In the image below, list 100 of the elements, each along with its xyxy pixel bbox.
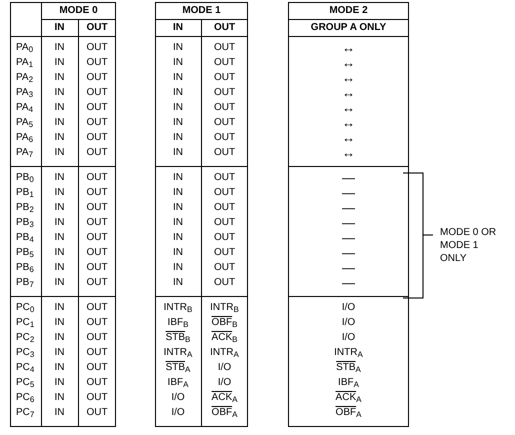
signal-name: OUT [214,187,236,198]
direction-value: IN [54,102,64,113]
direction-value: OUT [86,392,108,403]
direction-value: OUT [86,132,108,143]
signal-name: IBF$_{A}$ [338,377,359,388]
port-name: PB$_{4}$ [16,232,34,243]
signal-name: IN [173,57,183,68]
bidirectional-symbol: ↔ [342,85,355,100]
signal-name: IBF$_{A}$ [168,377,188,388]
column-header: OUT [214,22,236,33]
signal-name: I/O [342,317,356,328]
direction-value: IN [54,347,64,358]
direction-value: OUT [86,217,108,228]
dash-symbol: — [342,260,355,275]
signal-name: I/O [171,392,185,403]
bidirectional-symbol: ↔ [342,55,355,70]
direction-value: IN [54,247,64,258]
signal-name: OBF$_{B}$ [212,317,238,328]
direction-value: IN [54,277,64,288]
signal-name: OUT [214,232,236,243]
direction-value: IN [54,42,64,53]
port-name: PC$_{2}$ [16,332,34,343]
column-header: IN [173,22,183,33]
column-header: MODE 0 [59,5,98,16]
direction-value: OUT [86,302,108,313]
signal-name: ACK$_{A}$ [212,392,238,403]
port-name: PB$_{3}$ [16,217,34,228]
direction-value: IN [54,377,64,388]
direction-value: OUT [86,87,108,98]
signal-name: OUT [214,172,236,183]
signal-name: OUT [214,102,236,113]
direction-value: IN [54,362,64,373]
signal-name: OUT [214,202,236,213]
signal-name: INTR$_{A}$ [210,347,239,358]
port-name: PC$_{6}$ [16,392,34,403]
direction-value: OUT [86,117,108,128]
signal-name: IN [173,42,183,53]
signal-name: OUT [214,72,236,83]
signal-name: ACK$_{B}$ [212,332,238,343]
bidirectional-symbol: ↔ [342,40,355,55]
signal-name: I/O [171,407,185,418]
direction-value: OUT [86,187,108,198]
signal-name: STB$_{A}$ [166,362,190,373]
port-name: PA$_{5}$ [16,117,34,128]
column-header: MODE 2 [329,5,368,16]
direction-value: IN [54,187,64,198]
signal-name: IN [173,72,183,83]
port-name: PC$_{0}$ [16,302,34,313]
signal-name: INTR$_{A}$ [334,347,363,358]
signal-name: OUT [214,262,236,273]
dash-symbol: — [342,245,355,260]
direction-value: IN [54,392,64,403]
direction-value: OUT [86,317,108,328]
direction-value: OUT [86,347,108,358]
dash-symbol: — [342,185,355,200]
signal-name: STB$_{B}$ [166,332,190,343]
port-name: PA$_{3}$ [16,87,34,98]
signal-name: OBF$_{A}$ [336,407,362,418]
bidirectional-symbol: ↔ [342,145,355,160]
dash-symbol: — [342,230,355,245]
direction-value: OUT [86,147,108,158]
column-header: MODE 1 [182,5,221,16]
signal-name: IN [173,102,183,113]
signal-name: OUT [214,132,236,143]
direction-value: IN [54,317,64,328]
port-name: PA$_{2}$ [16,72,34,83]
bidirectional-symbol: ↔ [342,100,355,115]
bidirectional-symbol: ↔ [342,130,355,145]
direction-value: IN [54,302,64,313]
direction-value: IN [54,147,64,158]
signal-name: OUT [214,217,236,228]
direction-value: IN [54,132,64,143]
signal-name: I/O [218,377,232,388]
signal-name: IBF$_{B}$ [168,317,188,328]
signal-name: OUT [214,57,236,68]
direction-value: OUT [86,232,108,243]
column-header: IN [54,22,64,33]
dash-symbol: — [342,170,355,185]
signal-name: ACK$_{A}$ [336,392,362,403]
direction-value: IN [54,232,64,243]
column-header: OUT [86,22,108,33]
bidirectional-symbol: ↔ [342,115,355,130]
direction-value: OUT [86,102,108,113]
port-name: PB$_{0}$ [16,172,34,183]
direction-value: IN [54,172,64,183]
signal-name: IN [173,247,183,258]
signal-name: IN [173,87,183,98]
direction-value: OUT [86,262,108,273]
direction-value: OUT [86,42,108,53]
signal-name: STB$_{A}$ [336,362,361,373]
port-name: PA$_{7}$ [16,147,34,158]
direction-value: IN [54,217,64,228]
signal-name: IN [173,187,183,198]
direction-value: IN [54,202,64,213]
signal-name: IN [173,147,183,158]
signal-name: I/O [218,362,232,373]
port-name: PA$_{4}$ [16,102,34,113]
port-name: PB$_{2}$ [16,202,34,213]
direction-value: OUT [86,362,108,373]
port-name: PC$_{7}$ [16,407,34,418]
